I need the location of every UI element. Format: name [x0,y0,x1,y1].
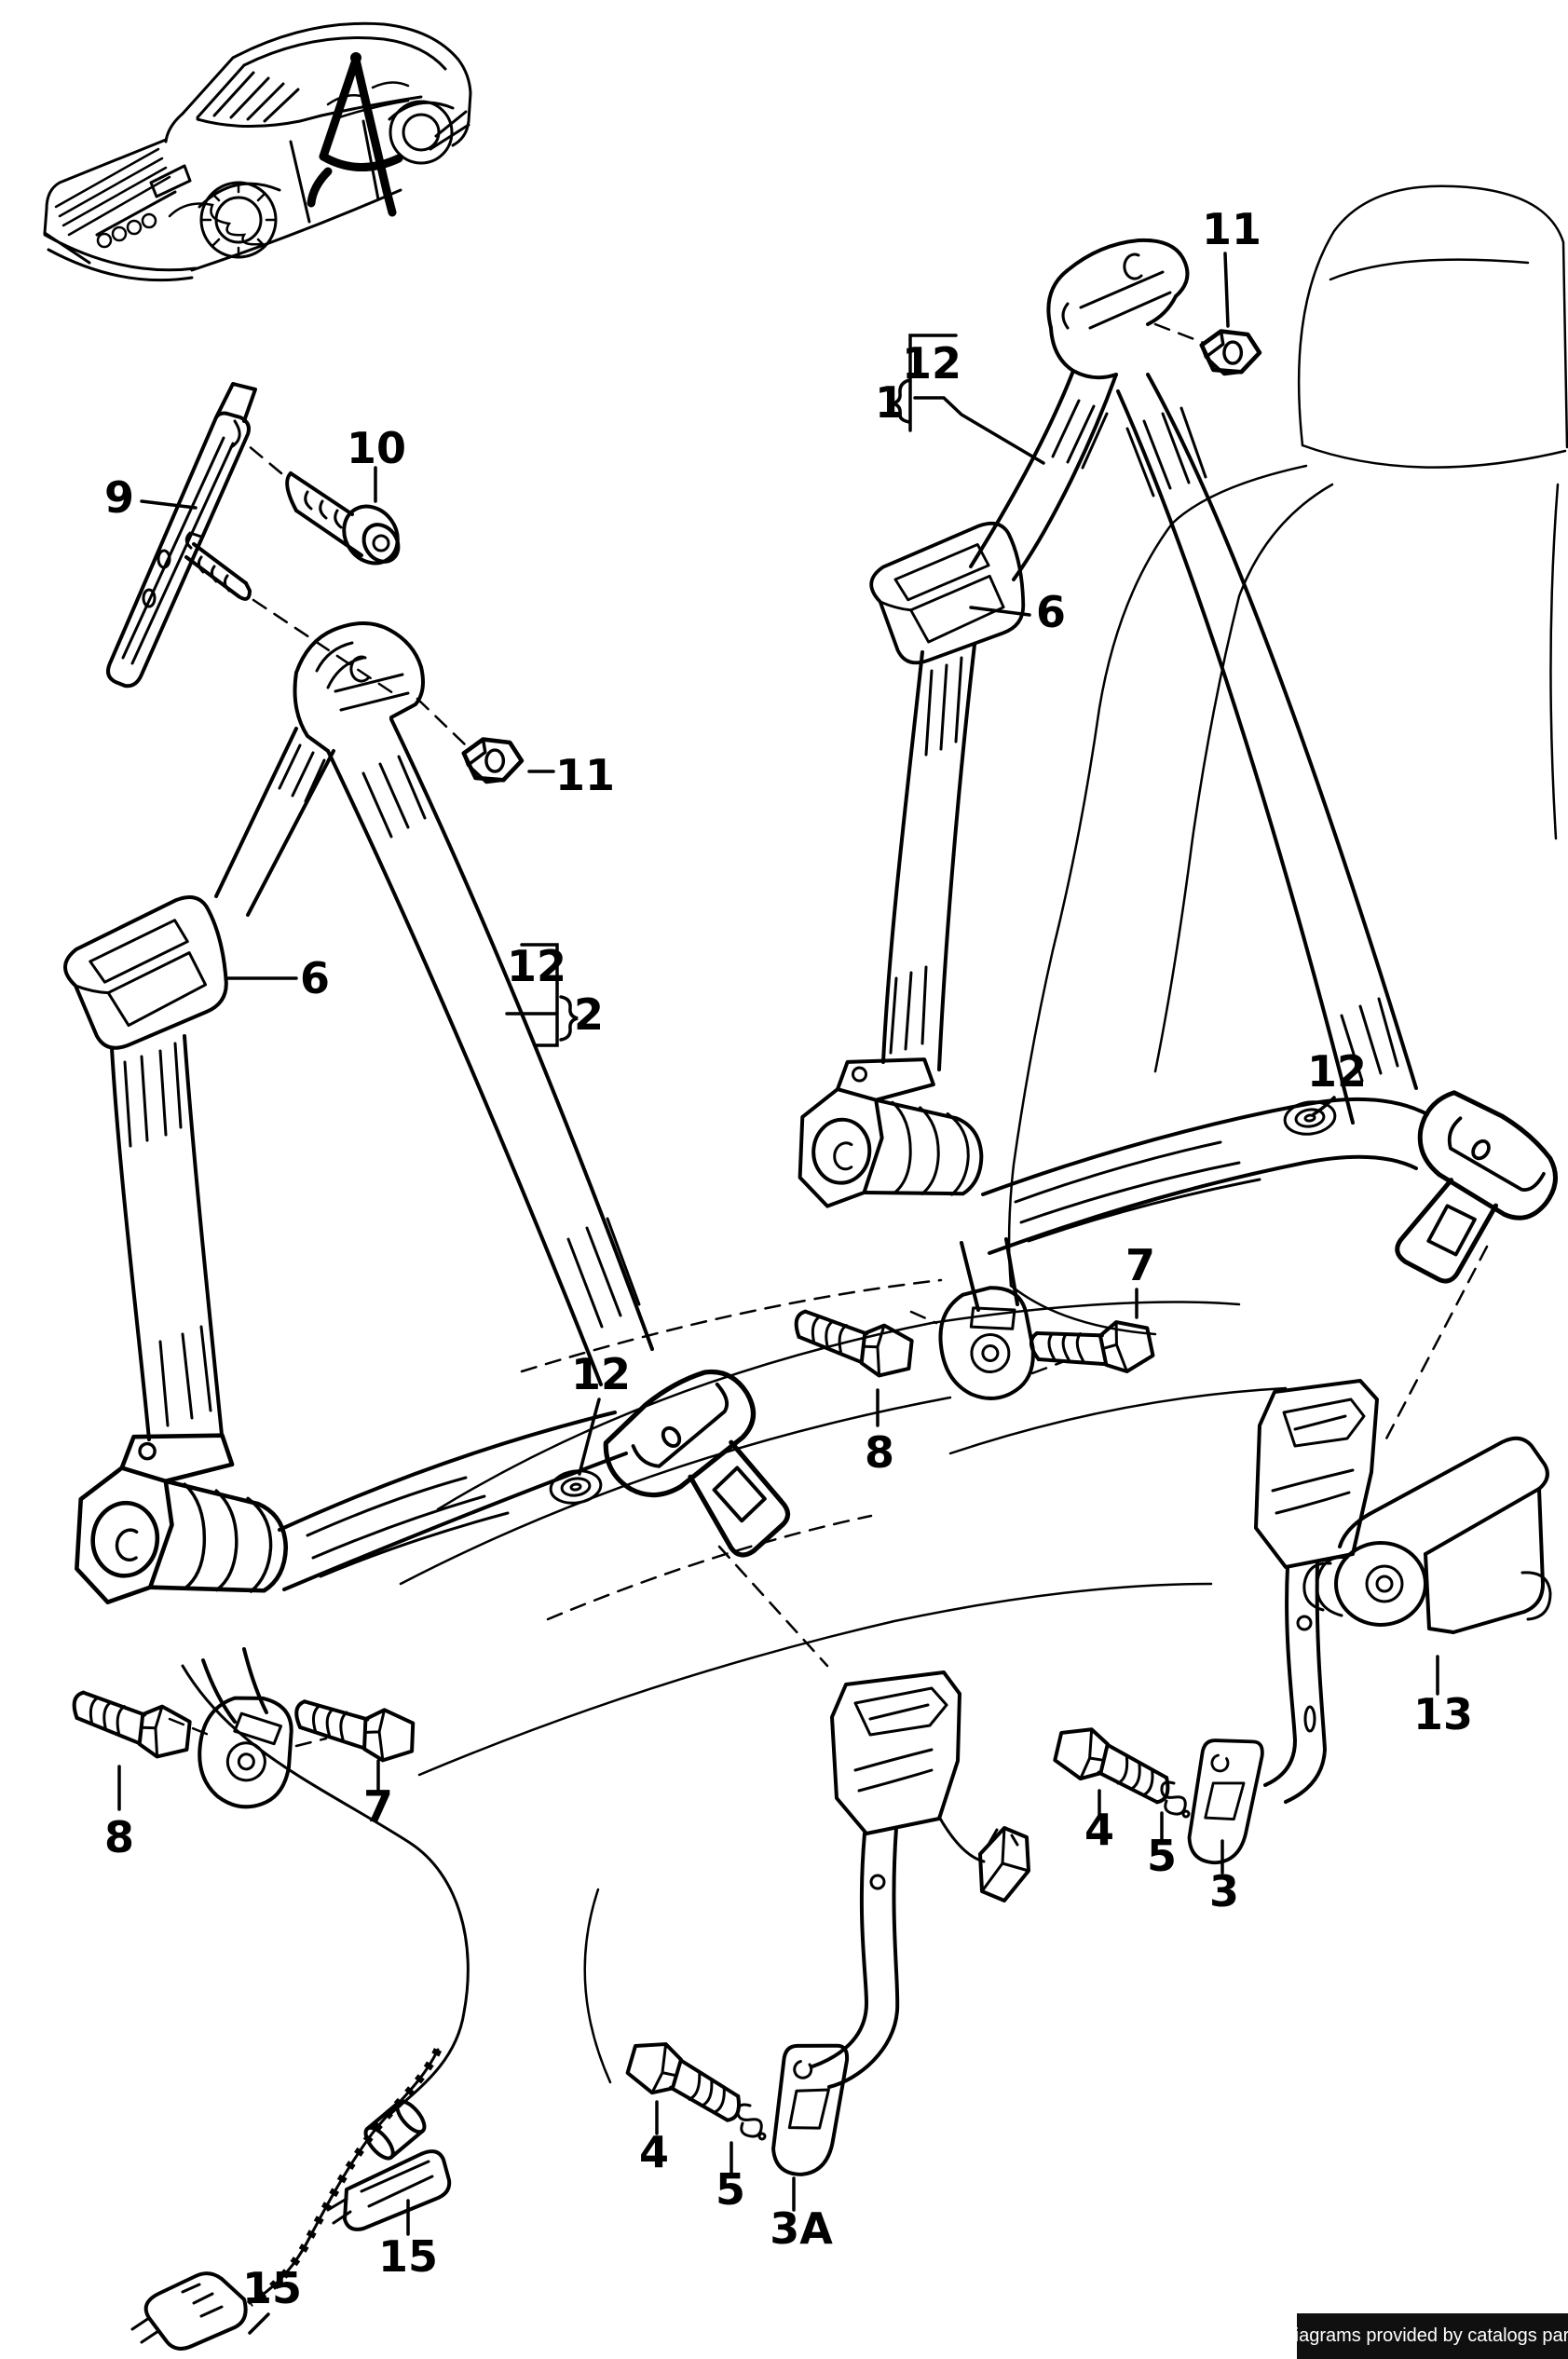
belt-assembly-left-part2 [53,621,823,1816]
callout-12: 12 [902,338,961,389]
callout-11: 11 [1202,204,1261,254]
callout-11: 11 [555,750,615,800]
seat-outline [399,184,1568,2084]
callout-4: 4 [1084,1805,1114,1855]
belt-assembly-right-part1 [787,238,1568,1405]
vehicle-thumbnail [43,21,472,282]
callout-9: 9 [104,472,134,523]
buckle-center-part3a [620,1670,1030,2181]
buckle-right-part3 [1048,1379,1379,1870]
nut-part11-left [416,697,522,783]
callout-12: 12 [1307,1046,1367,1097]
anchor-part13 [1302,1436,1552,1634]
watermark-text: Diagrams provided by catalogs parts [1281,2325,1568,2346]
callout-12: 12 [507,941,566,991]
callout-15: 15 [378,2231,438,2282]
callout-3: 3 [1209,1866,1239,1916]
callout-5: 5 [1147,1831,1177,1881]
bolt-part10 [285,471,401,566]
callout-1: 1 [875,377,905,428]
callout-13: 13 [1413,1689,1473,1739]
callout-7: 7 [1125,1240,1155,1290]
callout-10: 10 [347,423,406,473]
callout-4: 4 [639,2127,669,2177]
callout-8: 8 [865,1427,894,1478]
callout-5: 5 [716,2164,745,2215]
highlighted-seatbelt [307,52,403,217]
nut-part11-right [1153,322,1260,375]
callout-2: 2 [574,989,604,1040]
callout-12: 12 [571,1349,631,1399]
callout-6: 6 [1036,587,1066,637]
callout-6: 6 [300,953,330,1003]
tensioner-cable-part15 [130,1664,470,2351]
leader-lines [117,252,1489,2335]
callout-8: 8 [104,1812,134,1862]
watermark-banner: Diagrams provided by catalogs parts [1281,2313,1568,2359]
height-adjuster-part9 [106,382,257,689]
callout-15: 15 [242,2263,302,2313]
callout-3A: 3A [770,2203,833,2254]
callout-7: 7 [363,1781,393,1832]
